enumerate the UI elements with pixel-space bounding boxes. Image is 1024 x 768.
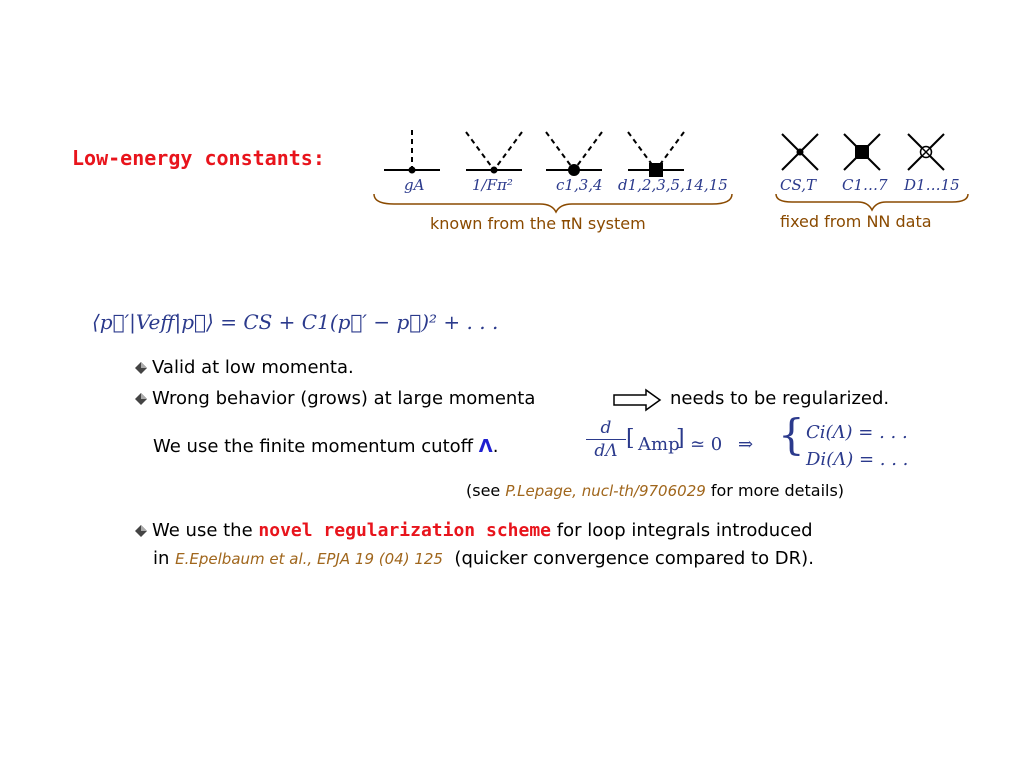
formula-derivative: d dΛ xyxy=(586,418,626,461)
lepage-reference[interactable]: P.Lepage, nucl-th/9706029 xyxy=(505,482,706,500)
diamond-bullet-icon xyxy=(135,525,147,537)
cutoff-period: . xyxy=(492,436,499,457)
bullet-text: Wrong behavior (grows) at large momenta xyxy=(152,388,536,409)
note-fixed-nn: fixed from NN data xyxy=(780,212,932,231)
slide-heading: Low-energy constants: xyxy=(72,146,325,170)
contact-c17-diagram xyxy=(843,133,881,171)
label-c17: C1…7 xyxy=(842,176,888,194)
see-note: (see P.Lepage, nucl-th/9706029 for more … xyxy=(466,481,844,500)
see-post: for more details) xyxy=(710,481,845,500)
contact-d115-diagram xyxy=(907,133,945,171)
label-d: d1,2,3,5,14,15 xyxy=(618,176,728,194)
right-brace xyxy=(775,193,969,212)
line2-post: (quicker convergence compared to DR). xyxy=(454,548,814,569)
formula-implies: ⇒ xyxy=(738,434,754,455)
bullet-post: for loop integrals introduced xyxy=(556,520,813,541)
bullet-wrong-behavior: Wrong behavior (grows) at large momenta xyxy=(134,388,535,409)
vertex-fpi-diagram xyxy=(465,131,523,174)
bullet-valid-low: Valid at low momenta. xyxy=(134,357,354,378)
cutoff-lambda: Λ xyxy=(478,436,493,457)
fraction-bar xyxy=(586,439,626,440)
cutoff-text: We use the finite momentum cutoff xyxy=(153,436,474,457)
line2-pre: in xyxy=(153,548,170,569)
bracket-left: [ xyxy=(626,426,635,451)
diamond-bullet-icon xyxy=(135,362,147,374)
label-ga: gA xyxy=(404,176,425,194)
bullet-pre: We use the xyxy=(152,520,253,541)
vertex-ga-diagram xyxy=(384,130,440,174)
vertex-c-diagram xyxy=(545,131,603,176)
formula-di: Di(Λ) = . . . xyxy=(806,449,909,470)
formula-ci: Ci(Λ) = . . . xyxy=(806,422,908,443)
derivative-num: d xyxy=(600,418,612,438)
left-brace xyxy=(373,193,733,214)
derivative-den: dΛ xyxy=(594,441,618,461)
bracket-right: ] xyxy=(676,426,685,451)
highlight-scheme: novel regularization scheme xyxy=(258,520,552,541)
bullet-text: Valid at low momenta. xyxy=(152,357,354,378)
potential-formula: ⟨p⃗′|Veff|p⃗⟩ = CS + C1(p⃗′ − p⃗)² + . .… xyxy=(92,310,499,334)
label-d115: D1…15 xyxy=(904,176,960,194)
label-c: c1,3,4 xyxy=(556,176,603,194)
contact-cst-diagram xyxy=(781,133,819,171)
bracket-content: Amp xyxy=(638,434,680,455)
implies-arrow xyxy=(613,388,662,412)
note-known-pin: known from the πN system xyxy=(430,214,646,233)
curly-brace: { xyxy=(778,410,805,459)
bullet-novel-scheme: We use the novel regularization scheme f… xyxy=(134,520,813,541)
diamond-bullet-icon xyxy=(135,393,147,405)
label-cst: CS,T xyxy=(780,176,816,194)
bullet-novel-scheme-line2: in E.Epelbaum et al., EPJA 19 (04) 125 (… xyxy=(153,548,814,569)
bullet-needs-regularized: needs to be regularized. xyxy=(670,388,890,409)
formula-rhs: ≃ 0 xyxy=(690,434,723,455)
cutoff-sentence: We use the finite momentum cutoff Λ. xyxy=(153,436,498,457)
epelbaum-reference[interactable]: E.Epelbaum et al., EPJA 19 (04) 125 xyxy=(175,550,443,568)
vertex-d-diagram xyxy=(627,131,685,177)
label-fpi: 1/Fπ² xyxy=(472,176,513,194)
see-pre: (see xyxy=(466,481,501,500)
